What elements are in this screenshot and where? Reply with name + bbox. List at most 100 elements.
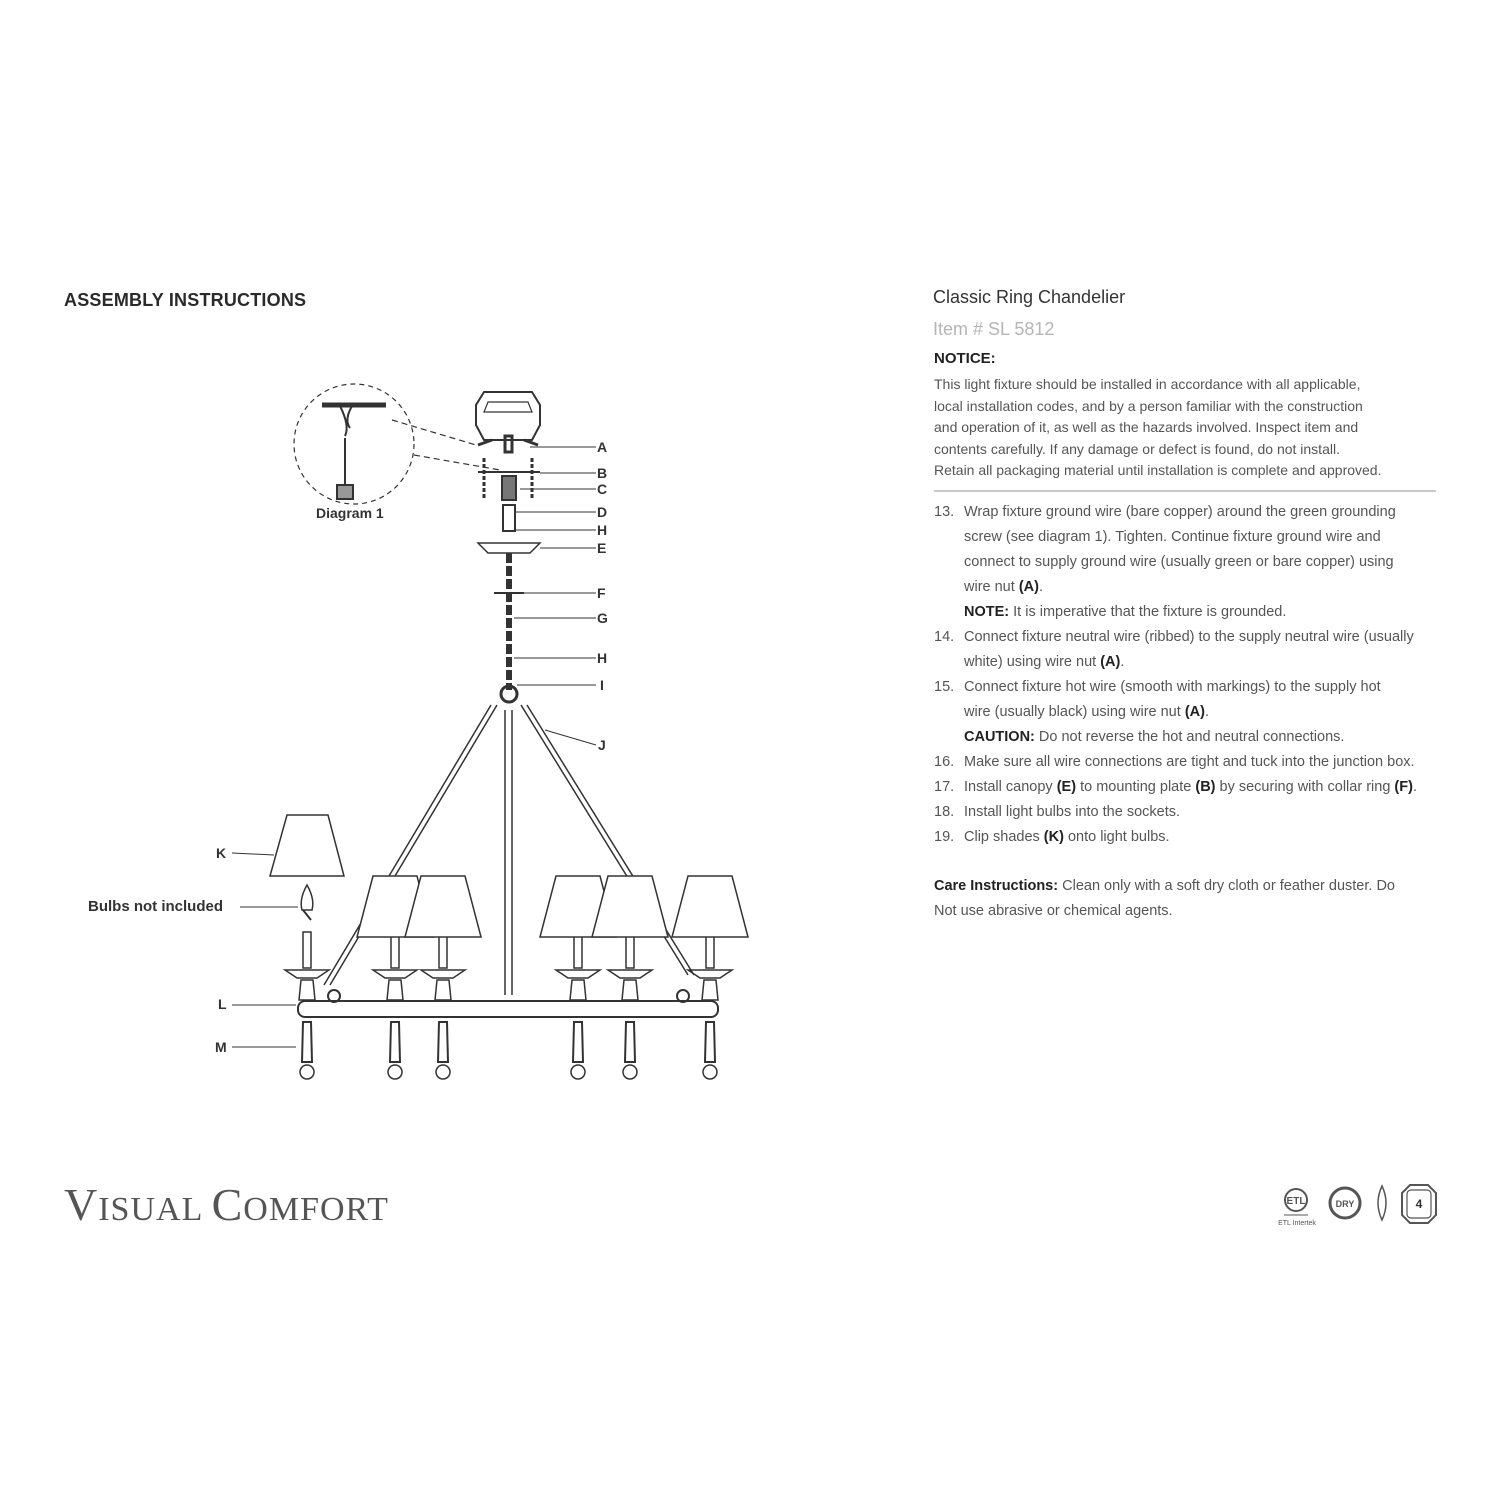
item-number: Item # SL 5812 bbox=[933, 319, 1055, 339]
step-segment: . bbox=[1038, 579, 1043, 595]
step-text: wire nut (A). bbox=[964, 575, 1043, 600]
step-text: wire (usually black) using wire nut (A). bbox=[964, 700, 1209, 725]
brand-logo: VISUAL COMFORT bbox=[64, 1179, 389, 1230]
part-label-b: B bbox=[597, 465, 608, 481]
chandelier-diagram bbox=[231, 383, 749, 1080]
part-label-h-lower: H bbox=[597, 650, 608, 666]
part-label-l: L bbox=[218, 996, 227, 1012]
bobeche bbox=[418, 969, 468, 979]
step-emphasis: CAUTION: bbox=[964, 729, 1035, 745]
care-instructions: Care Instructions: Clean only with a sof… bbox=[934, 874, 1454, 924]
step-segment: Make sure all wire connections are tight… bbox=[964, 754, 1415, 770]
arms bbox=[323, 704, 695, 995]
part-label-g: G bbox=[597, 610, 608, 626]
step-segment: . bbox=[1412, 779, 1417, 795]
bobeche bbox=[553, 969, 603, 979]
step-line: wire nut (A). bbox=[934, 575, 1454, 600]
candle-cup bbox=[298, 979, 316, 1001]
step-text: Clip shades (K) onto light bulbs. bbox=[964, 825, 1170, 850]
part-label-k: K bbox=[216, 845, 227, 861]
step-emphasis: (B) bbox=[1195, 779, 1216, 795]
diagram-1-caption: Diagram 1 bbox=[316, 505, 384, 521]
step-emphasis: (A) bbox=[1100, 654, 1121, 670]
dry-rated-icon: DRY bbox=[1328, 1186, 1362, 1220]
step-line: 14.Connect fixture neutral wire (ribbed)… bbox=[934, 625, 1454, 650]
step-emphasis: (A) bbox=[1184, 704, 1205, 720]
step-emphasis: (K) bbox=[1043, 829, 1064, 845]
part-label-d: D bbox=[597, 504, 608, 520]
part-label-j: J bbox=[598, 737, 606, 753]
svg-text:ETL: ETL bbox=[1287, 1196, 1306, 1207]
care-text: Clean only with a soft dry cloth or feat… bbox=[1058, 878, 1395, 894]
step-segment: Connect fixture neutral wire (ribbed) to… bbox=[964, 629, 1414, 645]
ring-body bbox=[297, 1000, 719, 1018]
step-segment: . bbox=[1120, 654, 1125, 670]
part-label-c: C bbox=[597, 481, 608, 497]
step-segment: wire nut bbox=[964, 579, 1019, 595]
part-label-m: M bbox=[215, 1039, 227, 1055]
step-segment: by securing with collar ring bbox=[1215, 779, 1395, 795]
candle-cup bbox=[621, 979, 639, 1001]
certification-icons: ETL DRY 4 bbox=[1284, 1184, 1437, 1224]
step-segment: Wrap fixture ground wire (bare copper) a… bbox=[964, 504, 1396, 520]
shade-k bbox=[269, 814, 345, 877]
notice-line: Retain all packaging material until inst… bbox=[934, 462, 1382, 478]
step-item: 17. Install canopy (E) to mounting plate … bbox=[934, 775, 1454, 800]
step-text: Install light bulbs into the sockets. bbox=[964, 800, 1180, 825]
finial bbox=[571, 1021, 585, 1063]
candle-sleeve bbox=[302, 931, 312, 969]
step-line: wire (usually black) using wire nut (A). bbox=[934, 700, 1454, 725]
care-text: Not use abrasive or chemical agents. bbox=[934, 903, 1173, 919]
step-segment: wire (usually black) using wire nut bbox=[964, 704, 1185, 720]
assembly-heading: ASSEMBLY INSTRUCTIONS bbox=[64, 290, 307, 310]
step-emphasis: (F) bbox=[1394, 779, 1413, 795]
step-number: 17. bbox=[934, 779, 955, 795]
step-text: Install canopy (E) to mounting plate (B)… bbox=[964, 775, 1417, 800]
part-label-e: E bbox=[597, 540, 607, 556]
finial-ball bbox=[299, 1064, 315, 1080]
notice-line: contents carefully. If any damage or def… bbox=[934, 440, 1340, 457]
chain bbox=[494, 553, 524, 704]
candle-cup bbox=[569, 979, 587, 1001]
part-label-a: A bbox=[597, 439, 608, 455]
step-line: NOTE: It is imperative that the fixture … bbox=[934, 600, 1454, 625]
step-line: 15.Connect fixture hot wire (smooth with… bbox=[934, 675, 1454, 700]
bobeche bbox=[605, 969, 655, 979]
finial-ball bbox=[702, 1064, 718, 1080]
finial bbox=[388, 1021, 402, 1063]
step-segment: to mounting plate bbox=[1076, 779, 1196, 795]
step-line: white) using wire nut (A). bbox=[934, 650, 1454, 675]
finial-ball bbox=[435, 1064, 451, 1080]
finial-ball bbox=[570, 1064, 586, 1080]
product-title: Classic Ring Chandelier bbox=[933, 287, 1126, 307]
step-segment: Connect fixture hot wire (smooth with ma… bbox=[964, 679, 1381, 695]
step-emphasis: (E) bbox=[1056, 779, 1077, 795]
step-segment: connect to supply ground wire (usually g… bbox=[964, 554, 1394, 570]
part-label-f: F bbox=[597, 585, 606, 601]
step-line: 17. Install canopy (E) to mounting plate … bbox=[934, 775, 1454, 800]
step-text: NOTE: It is imperative that the fixture … bbox=[964, 600, 1286, 625]
step-emphasis: (A) bbox=[1018, 579, 1039, 595]
mounting-hardware bbox=[475, 391, 542, 554]
page-number-badge: 4 bbox=[1401, 1184, 1437, 1224]
step-text: Connect fixture neutral wire (ribbed) to… bbox=[964, 625, 1414, 650]
step-item: 13.Wrap fixture ground wire (bare copper… bbox=[934, 500, 1454, 625]
bobeche bbox=[370, 969, 420, 979]
step-number: 16. bbox=[934, 754, 955, 770]
step-segment: screw (see diagram 1). Tighten. Continue… bbox=[964, 529, 1381, 545]
part-label-i: I bbox=[600, 677, 604, 693]
step-segment: Install canopy bbox=[964, 779, 1057, 795]
care-heading: Care Instructions: bbox=[934, 878, 1059, 894]
step-emphasis: NOTE: bbox=[964, 604, 1010, 620]
step-text: CAUTION: Do not reverse the hot and neut… bbox=[964, 725, 1344, 750]
step-item: 16. Make sure all wire connections are ti… bbox=[934, 750, 1454, 775]
lamp-shade bbox=[404, 875, 482, 938]
etl-intertek-mark-label: ETL Intertek bbox=[1278, 1220, 1316, 1227]
lamp-shade bbox=[591, 875, 669, 938]
step-line: 19.Clip shades (K) onto light bulbs. bbox=[934, 825, 1454, 850]
step-item: 14.Connect fixture neutral wire (ribbed)… bbox=[934, 625, 1454, 675]
leader-lines bbox=[231, 446, 597, 1048]
step-line: connect to supply ground wire (usually g… bbox=[934, 550, 1454, 575]
finial-ball bbox=[622, 1064, 638, 1080]
